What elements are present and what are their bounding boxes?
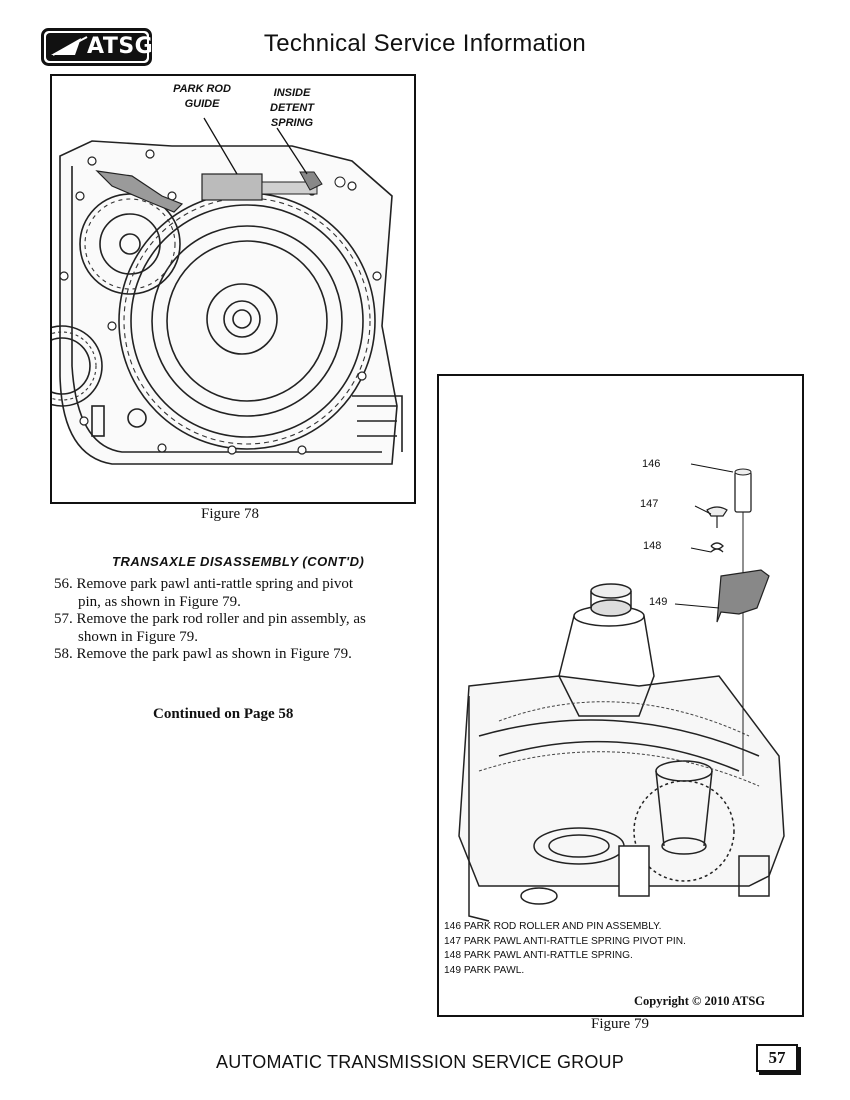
figure-78-caption: Figure 78: [201, 506, 259, 522]
legend-item-147: 147 PARK PAWL ANTI-RATTLE SPRING PIVOT P…: [444, 935, 686, 947]
page-title: Technical Service Information: [263, 30, 587, 57]
legend-item-148: 148 PARK PAWL ANTI-RATTLE SPRING.: [444, 950, 633, 961]
atsg-logo: ATSG: [41, 28, 154, 66]
legend-item-146: 146 PARK ROD ROLLER AND PIN ASSEMBLY.: [444, 921, 662, 932]
footer-text: AUTOMATIC TRANSMISSION SERVICE GROUP: [216, 1052, 624, 1072]
step-56: 56. Remove park pawl anti-rattle spring …: [54, 576, 354, 610]
differential-and-park-pawl-illustration: [458, 463, 785, 922]
label-inside-detent-spring: INSIDE DETENT SPRING: [270, 87, 314, 129]
figure-79-caption: Figure 79: [591, 1016, 649, 1032]
logo-text: ATSG: [87, 34, 154, 59]
legend-item-149: 149 PARK PAWL.: [444, 964, 525, 976]
label-park-rod-guide: PARK ROD GUIDE: [173, 83, 231, 110]
copyright-notice: Copyright © 2010 ATSG: [634, 994, 765, 1008]
continued-note: Continued on Page 58: [153, 706, 294, 722]
step-57: 57. Remove the park rod roller and pin a…: [54, 611, 366, 645]
callout-147: 147: [640, 498, 659, 510]
transmission-case-illustration: [52, 117, 403, 465]
figure-78: PARK ROD GUIDE INSIDE DETENT SPRING: [50, 74, 416, 504]
step-list: 56. Remove park pawl anti-rattle spring …: [54, 576, 404, 664]
section-heading: TRANSAXLE DISASSEMBLY (CONT'D): [112, 554, 365, 569]
callout-149: 149: [649, 596, 668, 608]
figure-79-legend: 146 PARK ROD ROLLER AND PIN ASSEMBLY. 14…: [444, 920, 686, 978]
page-number: 57: [756, 1044, 798, 1072]
step-58: 58. Remove the park pawl as shown in Fig…: [54, 646, 352, 662]
figure-79: 146 147 148 149: [437, 374, 804, 1017]
callout-148: 148: [643, 540, 662, 552]
callout-146: 146: [642, 458, 661, 470]
